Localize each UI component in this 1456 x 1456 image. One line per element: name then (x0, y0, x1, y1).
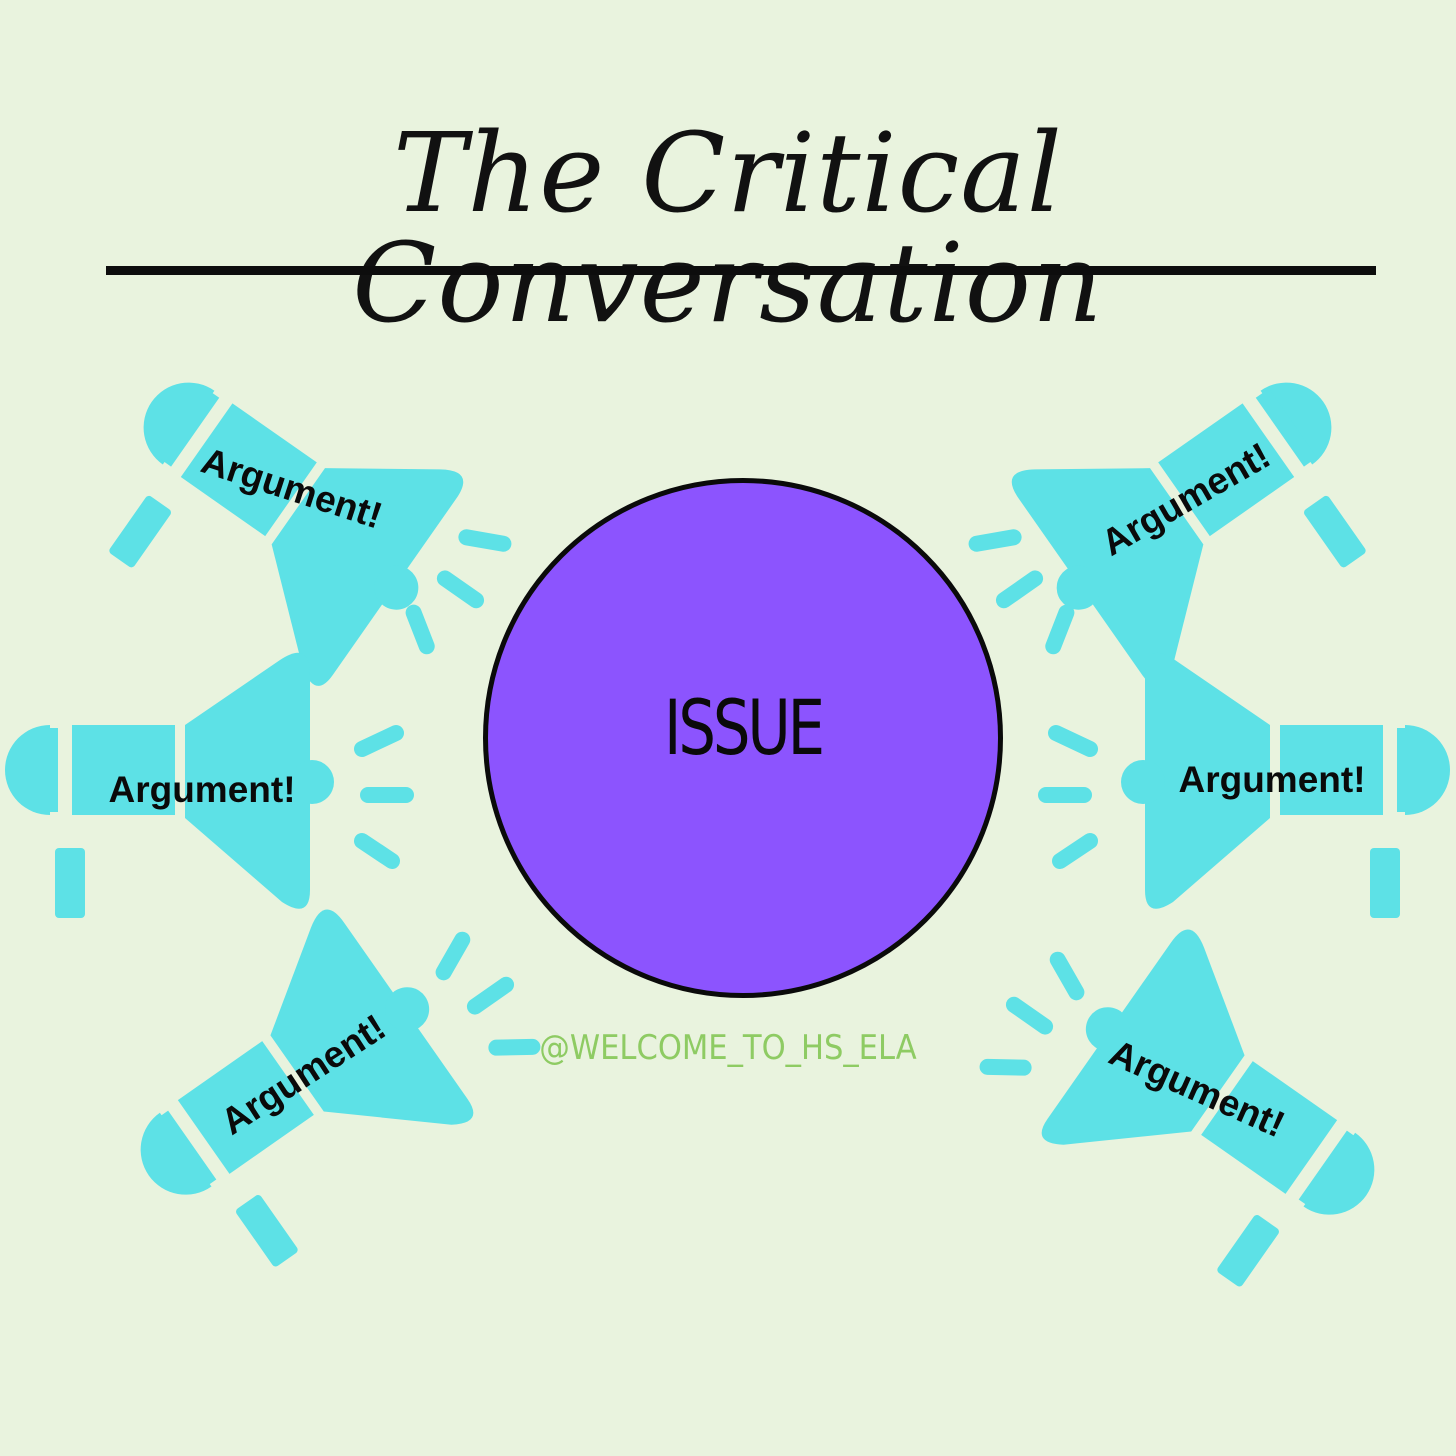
argument-label-middle-right: Argument! (1178, 759, 1365, 800)
sound-lines-middle-left-icon (362, 733, 406, 861)
title-underline (106, 266, 1376, 275)
sound-lines-middle-right-icon (1046, 733, 1090, 861)
issue-label: ISSUE (664, 683, 825, 772)
diagram-title: The Critical Conversation (352, 109, 1104, 347)
issue-circle (483, 478, 1003, 998)
argument-label-middle-left: Argument! (108, 769, 295, 810)
author-handle: @WELCOME_TO_HS_ELA (539, 1028, 917, 1068)
